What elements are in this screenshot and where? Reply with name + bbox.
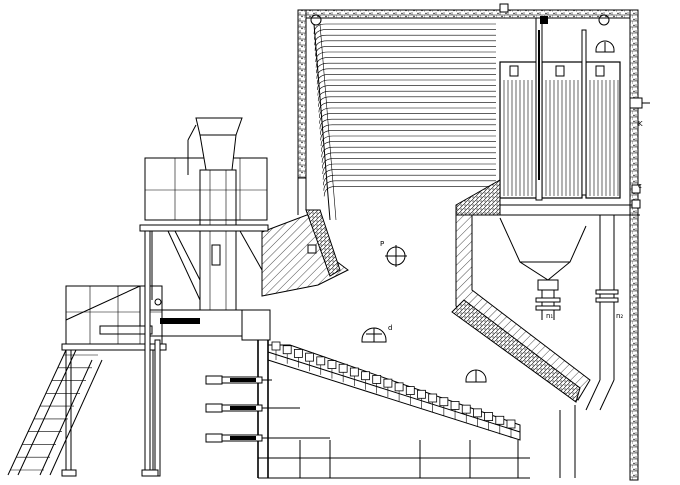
front-arch-refractory <box>261 209 349 297</box>
label-k: K <box>638 120 643 128</box>
observation-port-d <box>361 327 387 343</box>
feeder-assembly <box>99 298 271 341</box>
left-platform <box>61 230 167 477</box>
furnace-tube-bank <box>313 23 496 221</box>
label-p: P <box>380 240 384 248</box>
observation-port-p <box>385 245 407 267</box>
furnace-casing <box>297 9 639 481</box>
grate-base-frame <box>257 330 576 479</box>
convective-pass <box>499 61 621 199</box>
hydraulic-cylinders <box>205 375 330 443</box>
corner-header-right <box>598 14 610 26</box>
observation-port-right <box>465 369 487 383</box>
feeder-tower <box>139 117 269 329</box>
label-n1: n₁ <box>546 312 553 320</box>
inclined-grate <box>267 341 521 441</box>
cyclone-hoppers <box>470 204 640 411</box>
stairs <box>7 285 141 476</box>
observation-port-top <box>595 40 615 53</box>
label-c: c <box>638 182 642 190</box>
top-valves <box>499 3 650 209</box>
label-d: d <box>388 324 392 332</box>
label-n2: n₂ <box>616 312 623 320</box>
corner-header-left <box>310 14 322 26</box>
downcomer-pipes <box>535 17 587 201</box>
